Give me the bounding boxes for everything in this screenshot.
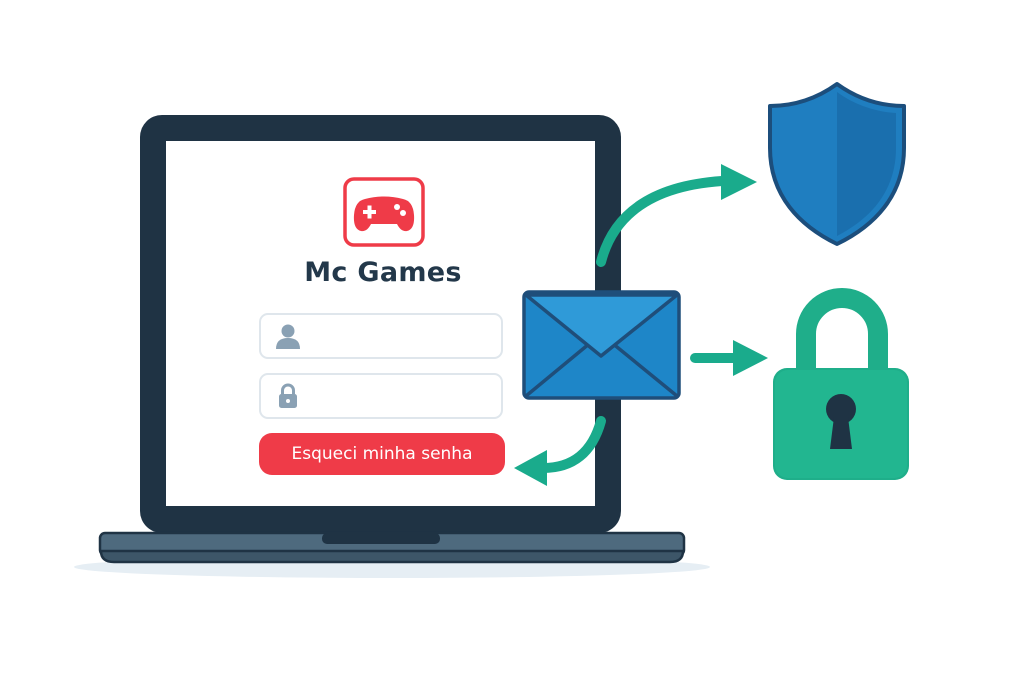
lock-icon (279, 383, 297, 408)
arrow-icon (690, 340, 768, 376)
padlock-icon (773, 288, 909, 480)
laptop-notch (322, 533, 440, 544)
arrow-icon (596, 164, 757, 267)
login-screen: Mc Games Esqueci minha senha (167, 143, 597, 505)
envelope-icon (522, 290, 681, 400)
username-input[interactable] (311, 320, 493, 352)
arrow-icon (514, 416, 606, 486)
user-icon (276, 324, 300, 349)
username-field[interactable] (259, 313, 503, 359)
laptop-base-front (99, 549, 685, 564)
shield-icon (768, 82, 906, 246)
password-input[interactable] (311, 380, 493, 412)
password-field[interactable] (259, 373, 503, 419)
gamepad-icon (343, 177, 425, 247)
forgot-password-button[interactable]: Esqueci minha senha (259, 433, 505, 475)
app-title: Mc Games (304, 257, 462, 288)
